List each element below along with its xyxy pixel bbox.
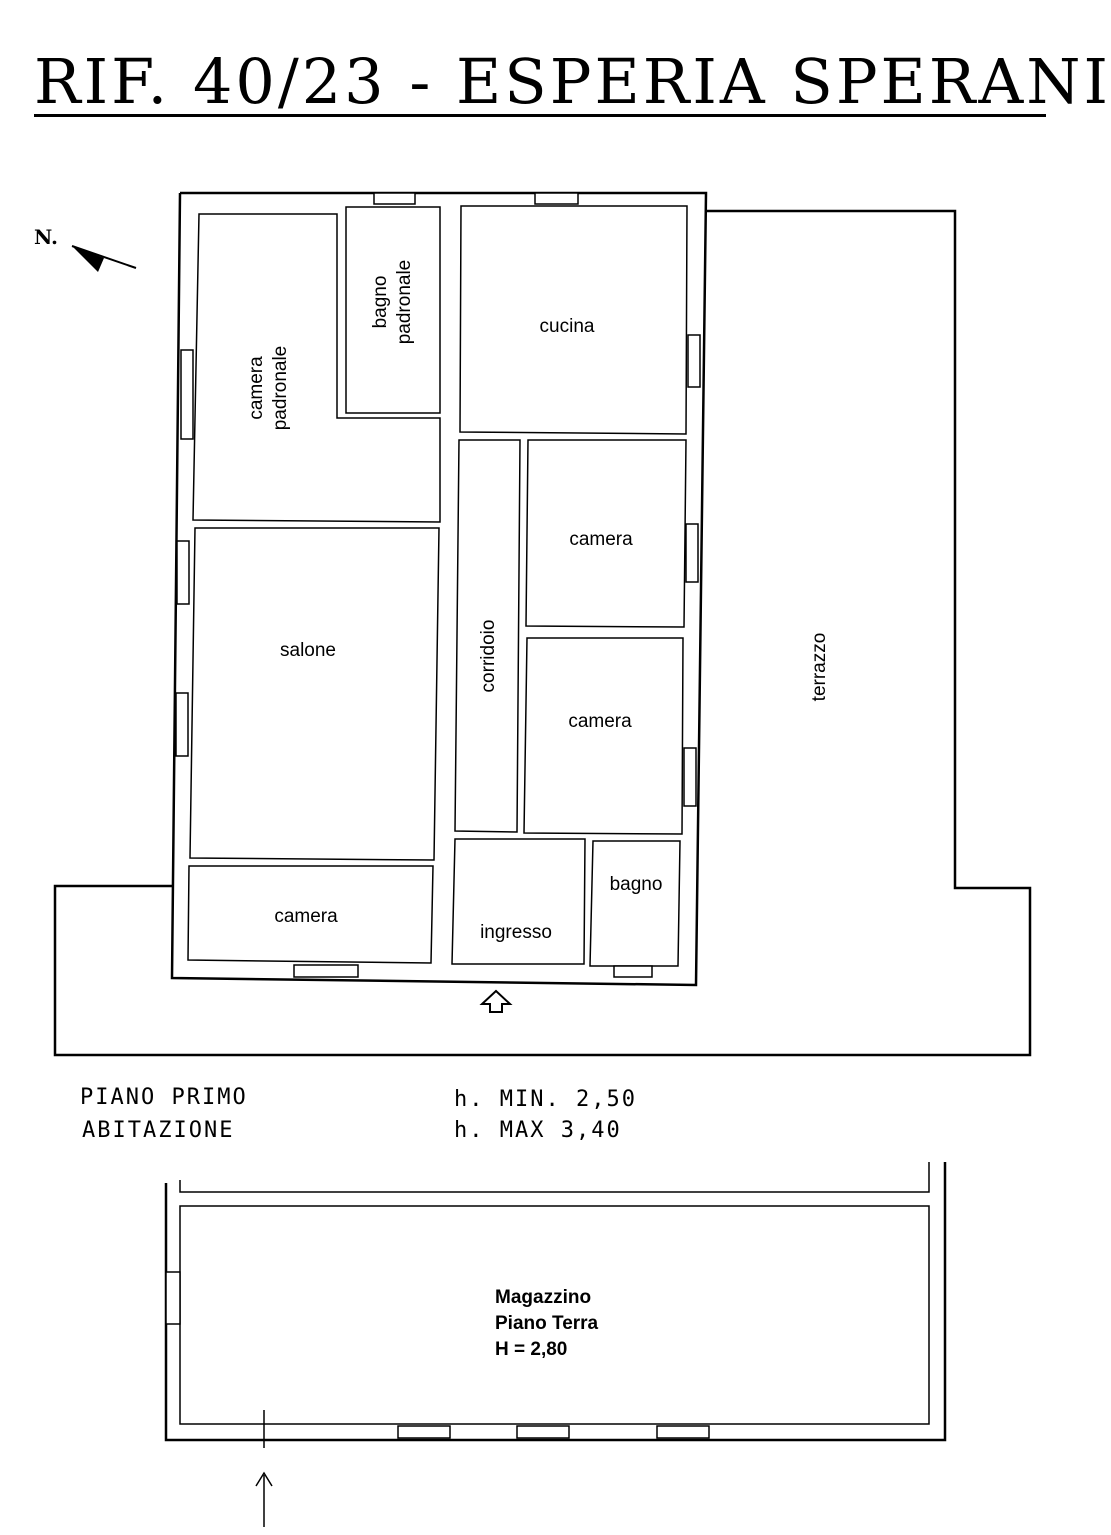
window [685,523,699,583]
window [373,192,416,205]
window [175,692,189,757]
plan-title: RIF. 40/23 - ESPERIA SPERANI [34,45,1111,118]
title-underline [34,114,1046,117]
height-max: h. MAX 3,40 [454,1118,622,1143]
label-camera-b: camera [568,711,632,732]
warehouse-line2: Piano Terra [495,1313,599,1334]
label-bagno: bagno [610,874,663,895]
label-cucina: cucina [540,316,595,337]
label-bagno-padronale-2: padronale [394,260,415,345]
window [397,1425,451,1439]
window [176,540,190,605]
label-corridoio: corridoio [478,620,499,693]
window [180,349,194,440]
window [516,1425,570,1439]
room-ingresso [451,838,586,965]
window [165,1271,181,1325]
floor-plan-drawing: N. [34,191,1032,1527]
first-floor-house: camera padronale bagno padronale cucina … [170,191,830,1013]
warehouse-line3: H = 2,80 [495,1339,567,1360]
label-salone: salone [280,640,336,661]
label-camera-padronale-1: camera [246,356,267,420]
window [293,964,359,978]
room-bagno-padronale [345,206,441,414]
room-salone [189,527,440,861]
north-arrow-icon [71,245,137,272]
entrance-arrow-icon [255,1471,273,1527]
label-bagno-padronale-1: bagno [370,276,391,329]
window [613,965,653,978]
ground-floor-warehouse: Magazzino Piano Terra H = 2,80 [164,1162,947,1527]
warehouse-line1: Magazzino [495,1287,591,1308]
window [687,334,701,388]
north-label: N. [34,225,58,249]
label-terrazzo: terrazzo [809,633,830,702]
room-camera-b [523,637,684,835]
label-camera-c: camera [274,906,338,927]
use-label: ABITAZIONE [82,1118,234,1143]
room-camera-c [187,865,434,964]
entrance-arrow-icon [479,989,513,1013]
label-camera-a: camera [569,529,633,550]
room-camera-padronale [192,213,441,523]
room-cucina [459,205,688,435]
terrace-outline [53,209,1032,1057]
label-ingresso: ingresso [480,922,552,943]
floor-label: PIANO PRIMO [80,1085,248,1110]
window [656,1425,710,1439]
room-camera-a [525,439,687,628]
label-camera-padronale-2: padronale [270,346,291,431]
window [534,192,579,205]
height-min: h. MIN. 2,50 [454,1087,637,1112]
room-bagno [589,840,681,967]
window [683,747,697,807]
room-corridoio [454,439,521,833]
